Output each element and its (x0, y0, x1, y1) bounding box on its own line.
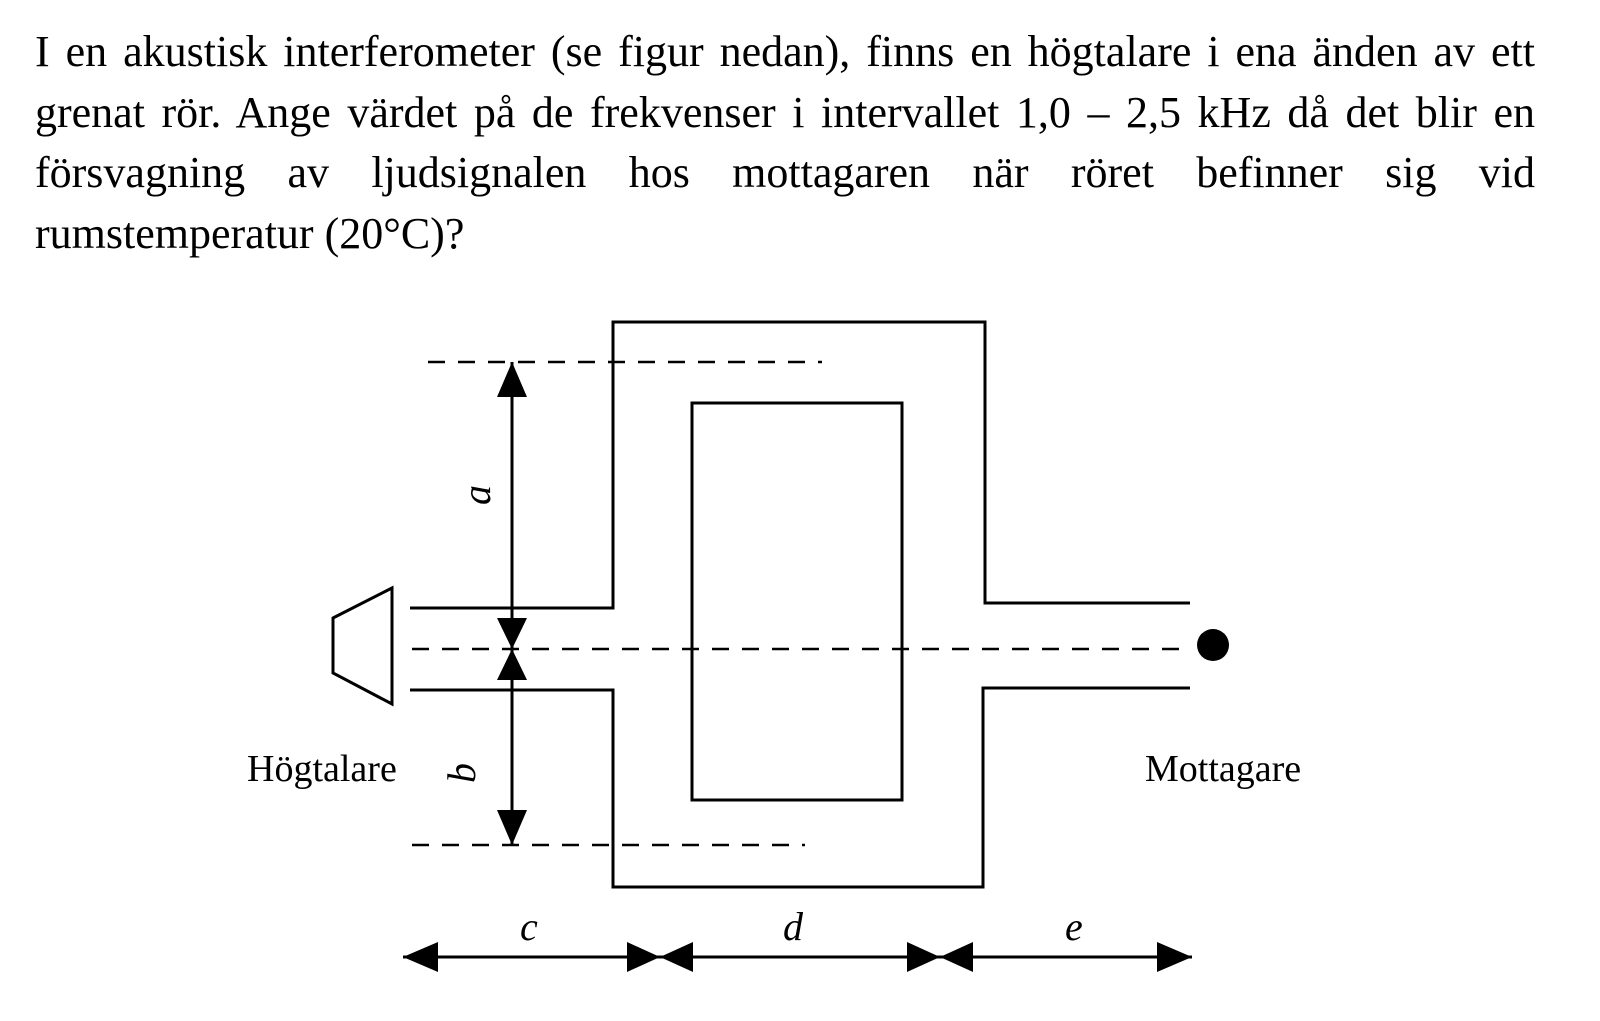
receiver-dot (1197, 629, 1229, 661)
horizontal-dimension-arrows (403, 942, 1192, 972)
speaker-label: Högtalare (247, 748, 397, 790)
receiver-label: Mottagare (1145, 748, 1301, 790)
lower-tube-wall (410, 686, 1190, 889)
dimension-c-label: c (520, 904, 538, 949)
dimension-a-label: a (454, 485, 499, 505)
arrowhead-up (497, 649, 527, 680)
tube-outline (410, 320, 1190, 889)
inner-block (690, 401, 904, 802)
upper-tube-wall (410, 320, 1190, 610)
arrowhead-down (497, 810, 527, 845)
speaker-icon (331, 585, 394, 707)
dimension-b-label: b (439, 763, 484, 783)
dashed-guides (412, 360, 1190, 847)
dimension-e-label: e (1065, 904, 1083, 949)
dimension-d-label: d (783, 904, 804, 949)
vertical-dimension-arrows (497, 362, 527, 845)
arrowhead-up (497, 362, 527, 397)
question-text: I en akustisk interferometer (se figur n… (35, 27, 1535, 258)
arrowhead-down (497, 618, 527, 649)
